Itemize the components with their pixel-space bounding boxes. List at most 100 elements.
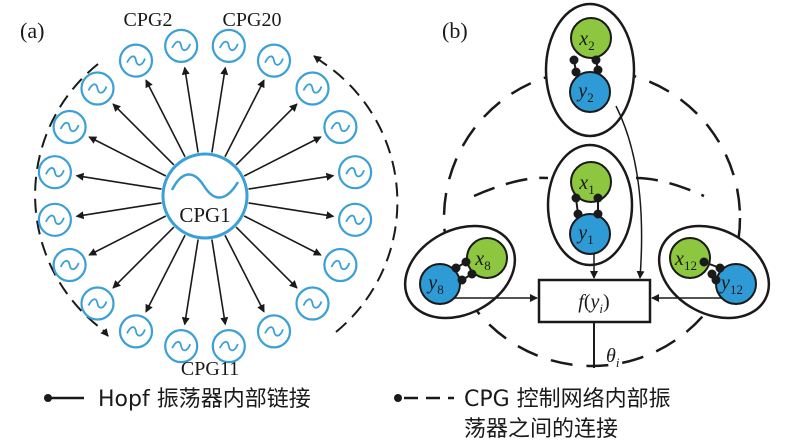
inner-dashed-arc-right: [635, 176, 705, 198]
cpg11-label: CPG11: [181, 358, 239, 380]
sine-wave-icon: [45, 214, 65, 225]
spoke-arrow: [248, 202, 335, 220]
spoke-arrow: [243, 215, 322, 256]
y-node: [569, 71, 611, 113]
oscillator-group-1: [546, 143, 634, 267]
spoke-arrow: [145, 234, 186, 313]
sine-wave-icon: [87, 298, 108, 309]
panel-a-label: (a): [20, 18, 44, 43]
sine-wave-icon: [218, 40, 239, 52]
legend-solid-label: Hopf 振荡器内部链接: [98, 387, 311, 412]
sine-wave-icon: [345, 214, 365, 225]
spoke-arrow: [235, 226, 298, 289]
cpg-oscillator: [295, 286, 330, 321]
legend-dashed-label-line1: CPG 控制网络内部振: [464, 387, 671, 412]
oscillator-group-2: [544, 2, 636, 138]
cpg-oscillator: [52, 109, 87, 145]
coupling-dot: [593, 65, 603, 75]
sine-wave-icon: [302, 83, 323, 94]
spoke-arrow: [243, 136, 322, 177]
cpg-oscillator: [80, 71, 115, 106]
cpg-oscillator: [164, 329, 199, 364]
spoke-arrow: [211, 239, 229, 326]
sine-wave-icon: [302, 298, 323, 309]
cpg-oscillator: [323, 247, 358, 283]
outer-dashed-arrow-left: [100, 328, 109, 337]
cpg-oscillator-ring: [37, 28, 373, 364]
cpg-oscillator: [80, 286, 115, 321]
x-node: [570, 161, 612, 203]
coupling-dot: [593, 193, 603, 203]
spoke-arrow: [248, 172, 335, 190]
cpg1-wave-icon: [170, 173, 240, 199]
cpg-oscillator: [37, 155, 73, 190]
coupling-dot: [461, 257, 471, 267]
cpg-oscillator: [295, 71, 330, 106]
sine-wave-icon: [59, 121, 80, 133]
cpg-oscillator: [164, 28, 199, 64]
coupling-dot: [467, 269, 477, 279]
x-node: [669, 237, 711, 279]
spoke-arrow: [145, 79, 186, 158]
function-box-label: f(yi): [578, 291, 609, 316]
cpg-oscillator: [37, 202, 73, 237]
coupling-dot: [457, 275, 467, 285]
coupling-dot: [571, 193, 581, 203]
spoke-arrow: [235, 103, 298, 166]
sine-wave-icon: [45, 167, 65, 178]
spoke-arrow: [112, 103, 175, 166]
spoke-arrow: [211, 66, 229, 153]
outer-dashed-arc-right: [321, 61, 399, 333]
coupling-dot: [591, 55, 601, 65]
coupling-dot: [711, 275, 721, 285]
spoke-arrow: [224, 79, 265, 158]
spoke-arrow: [75, 172, 162, 190]
cpg20-label: CPG20: [223, 9, 282, 31]
cpg1-label: CPG1: [179, 203, 230, 227]
x-node-label: x12: [674, 248, 697, 273]
y-node-label: y8: [426, 272, 443, 297]
outer-dashed-arrow-right: [313, 55, 323, 64]
sine-wave-icon: [264, 55, 284, 66]
cpg-oscillator: [338, 155, 373, 190]
cpg-oscillator: [256, 314, 292, 349]
y-node-label: y2: [576, 80, 593, 105]
coupling-dot: [571, 67, 581, 77]
outer-dashed-arc-left: [34, 63, 104, 331]
coupling-dot: [451, 263, 461, 273]
legend-dashed-label-line2: 荡器之间的连接: [464, 417, 618, 442]
legend: Hopf 振荡器内部链接 CPG 控制网络内部振 荡器之间的连接: [44, 387, 671, 442]
spoke-arrow: [88, 136, 167, 177]
spoke-arrow: [88, 215, 167, 256]
panel-a: (a) CPG1 CPG2 CPG20 CPG11: [20, 9, 399, 380]
cpg-oscillator: [211, 329, 246, 364]
y-node: [569, 213, 611, 255]
node-pair-top: x2 y2: [569, 17, 612, 113]
x-node: [570, 17, 612, 59]
cpg-oscillator: [118, 43, 154, 78]
oscillator-group-8: [403, 224, 517, 320]
y-node-label: y1: [576, 222, 593, 247]
theta-label: θi: [606, 345, 620, 370]
coupling-dot: [569, 55, 579, 65]
cpg-oscillator: [323, 109, 358, 145]
sine-wave-icon: [171, 340, 192, 352]
sine-wave-icon: [126, 326, 146, 337]
cpg2-label: CPG2: [124, 9, 173, 31]
cpg-oscillator: [52, 247, 87, 283]
spoke-arrow: [181, 66, 199, 153]
sine-wave-icon: [59, 259, 80, 271]
sine-wave-icon: [264, 326, 284, 337]
x-node-label: x2: [578, 28, 594, 53]
cpg-oscillator: [256, 43, 292, 78]
spoke-arrow: [112, 226, 175, 289]
spoke-arrow: [224, 234, 265, 313]
sine-wave-icon: [87, 83, 108, 94]
sine-wave-icon: [330, 121, 351, 133]
coupling-dot: [593, 209, 603, 219]
cpg-oscillator: [338, 202, 373, 237]
inner-dashed-arc-left: [473, 176, 549, 198]
